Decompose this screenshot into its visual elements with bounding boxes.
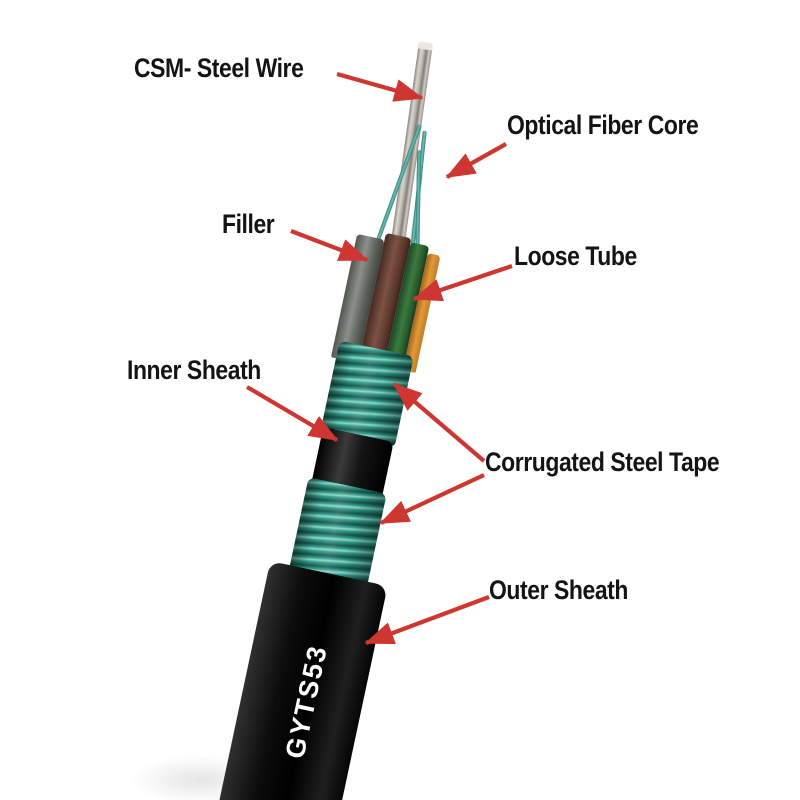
label-corrugated-steel-tape: Corrugated Steel Tape xyxy=(485,447,720,477)
label-loose-tube: Loose Tube xyxy=(514,241,637,271)
label-csm-steel-wire: CSM- Steel Wire xyxy=(134,53,304,83)
label-outer-sheath: Outer Sheath xyxy=(489,575,629,605)
label-inner-sheath: Inner Sheath xyxy=(127,355,261,385)
label-optical-fiber-core: Optical Fiber Core xyxy=(507,110,699,140)
cable-print-text: GYTS53 xyxy=(279,641,334,762)
label-filler: Filler xyxy=(222,209,275,239)
cable-assembly: GYTS53 xyxy=(209,11,514,800)
cable-shadow xyxy=(130,755,270,800)
